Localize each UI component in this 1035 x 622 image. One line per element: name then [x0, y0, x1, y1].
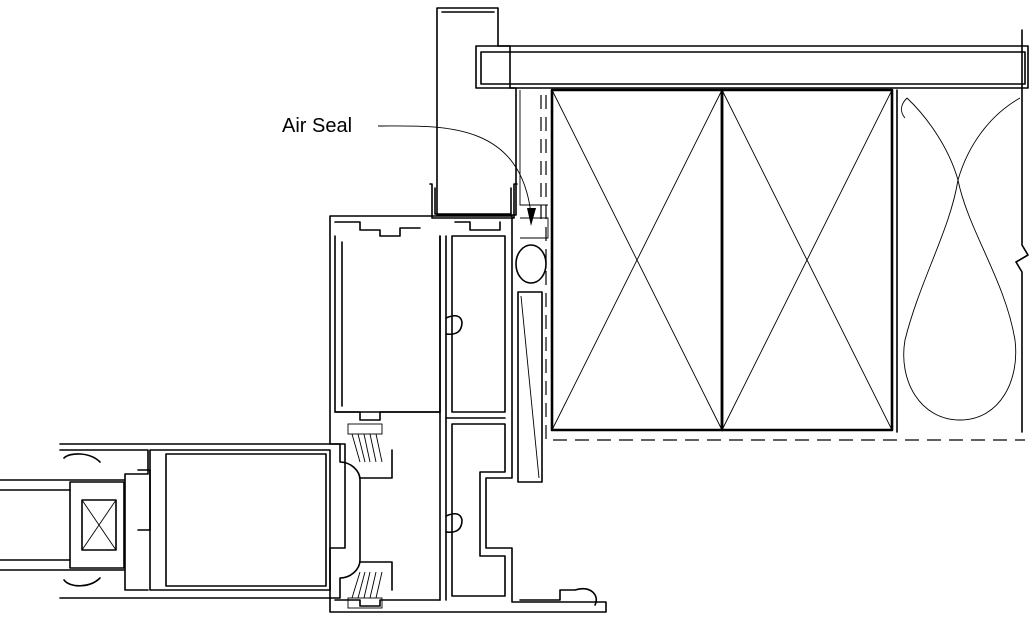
- vertical-wood-member: [429, 7, 518, 219]
- sash-profile: [59, 443, 393, 599]
- break-line: [1015, 29, 1029, 433]
- loop-insulation: [896, 89, 1021, 433]
- outer-frame-profile: [329, 215, 607, 613]
- top-plate: [475, 45, 1029, 89]
- weatherstrip-brush-top: [347, 423, 383, 463]
- insulation-batt-2: [720, 88, 894, 432]
- air-seal-backer-rod: [515, 217, 549, 284]
- insulated-glass-unit: [0, 479, 125, 571]
- leader-arrowhead: [527, 208, 536, 226]
- insulation-batt-1: [550, 88, 724, 432]
- air-seal-callout: Air Seal: [282, 115, 536, 226]
- weatherstrip-brush-bottom: [347, 571, 383, 609]
- shim: [517, 291, 543, 483]
- air-seal-label: Air Seal: [282, 115, 352, 137]
- membrane-dashed: [519, 90, 1025, 441]
